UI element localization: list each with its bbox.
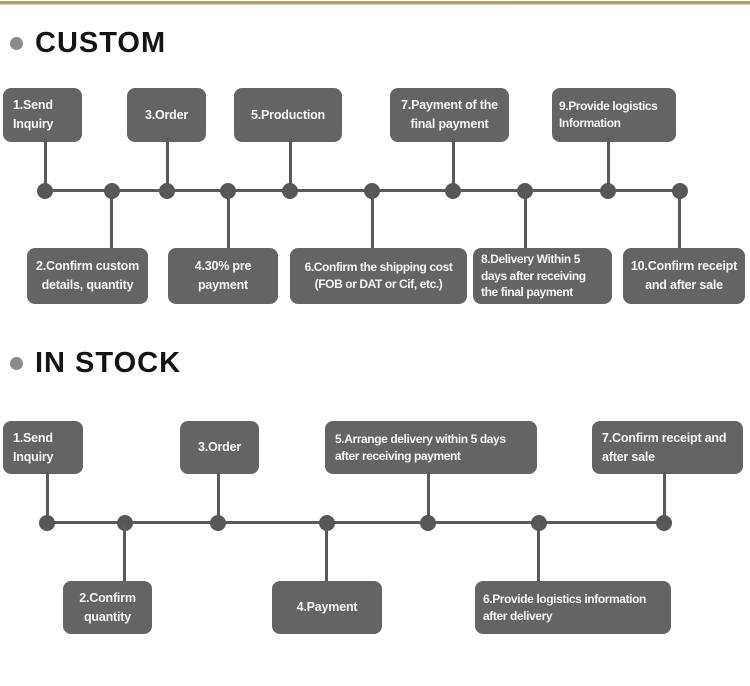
in-stock-step-2-box: 2.Confirm quantity [63,581,152,634]
timeline-dot [445,183,461,199]
connector-line [607,138,610,191]
bullet-icon [10,357,23,370]
timeline-dot [210,515,226,531]
connector-line [524,191,527,248]
connector-line [44,138,47,191]
custom-step-9-box: 9.Provide logistics Information [552,88,676,142]
custom-step-1-box: 1.Send Inquiry [3,88,82,142]
in-stock-step-4-box: 4.Payment [272,581,382,634]
timeline-dot [39,515,55,531]
connector-line [537,523,540,581]
connector-line [217,472,220,523]
timeline-dot [159,183,175,199]
custom-step-4-box: 4.30% pre payment [168,248,278,304]
connector-line [452,138,455,191]
custom-step-2-box: 2.Confirm custom details, quantity [27,248,148,304]
custom-section-title: CUSTOM [10,27,166,60]
connector-line [427,472,430,523]
timeline-dot [282,183,298,199]
section-heading-custom: CUSTOM [35,27,167,59]
in-stock-timeline [47,521,664,524]
connector-line [110,191,113,248]
custom-step-5-box: 5.Production [234,88,342,142]
connector-line [46,472,49,523]
in-stock-step-6-box: 6.Provide logistics information after de… [475,581,671,634]
connector-line [227,191,230,248]
connector-line [166,138,169,191]
in-stock-section-title: IN STOCK [10,347,181,380]
timeline-dot [420,515,436,531]
in-stock-step-5-box: 5.Arrange delivery within 5 days after r… [325,421,537,474]
custom-step-8-box: 8.Delivery Within 5 days after receiving… [473,248,612,304]
custom-step-6-box: 6.Confirm the shipping cost (FOB or DAT … [290,248,467,304]
connector-line [123,523,126,581]
custom-timeline [45,189,680,192]
in-stock-step-1-box: 1.Send Inquiry [3,421,83,474]
top-accent-line [0,1,750,5]
connector-line [325,523,328,581]
connector-line [663,472,666,523]
custom-step-7-box: 7.Payment of the final payment [390,88,509,142]
in-stock-step-3-box: 3.Order [180,421,259,474]
section-heading-in-stock: IN STOCK [35,347,182,379]
custom-step-10-box: 10.Confirm receipt and after sale [623,248,745,304]
bullet-icon [10,37,23,50]
custom-step-3-box: 3.Order [127,88,206,142]
timeline-dot [600,183,616,199]
connector-line [678,191,681,248]
connector-line [289,138,292,191]
timeline-dot [37,183,53,199]
timeline-dot [656,515,672,531]
in-stock-step-7-box: 7.Confirm receipt and after sale [592,421,743,474]
connector-line [371,191,374,248]
